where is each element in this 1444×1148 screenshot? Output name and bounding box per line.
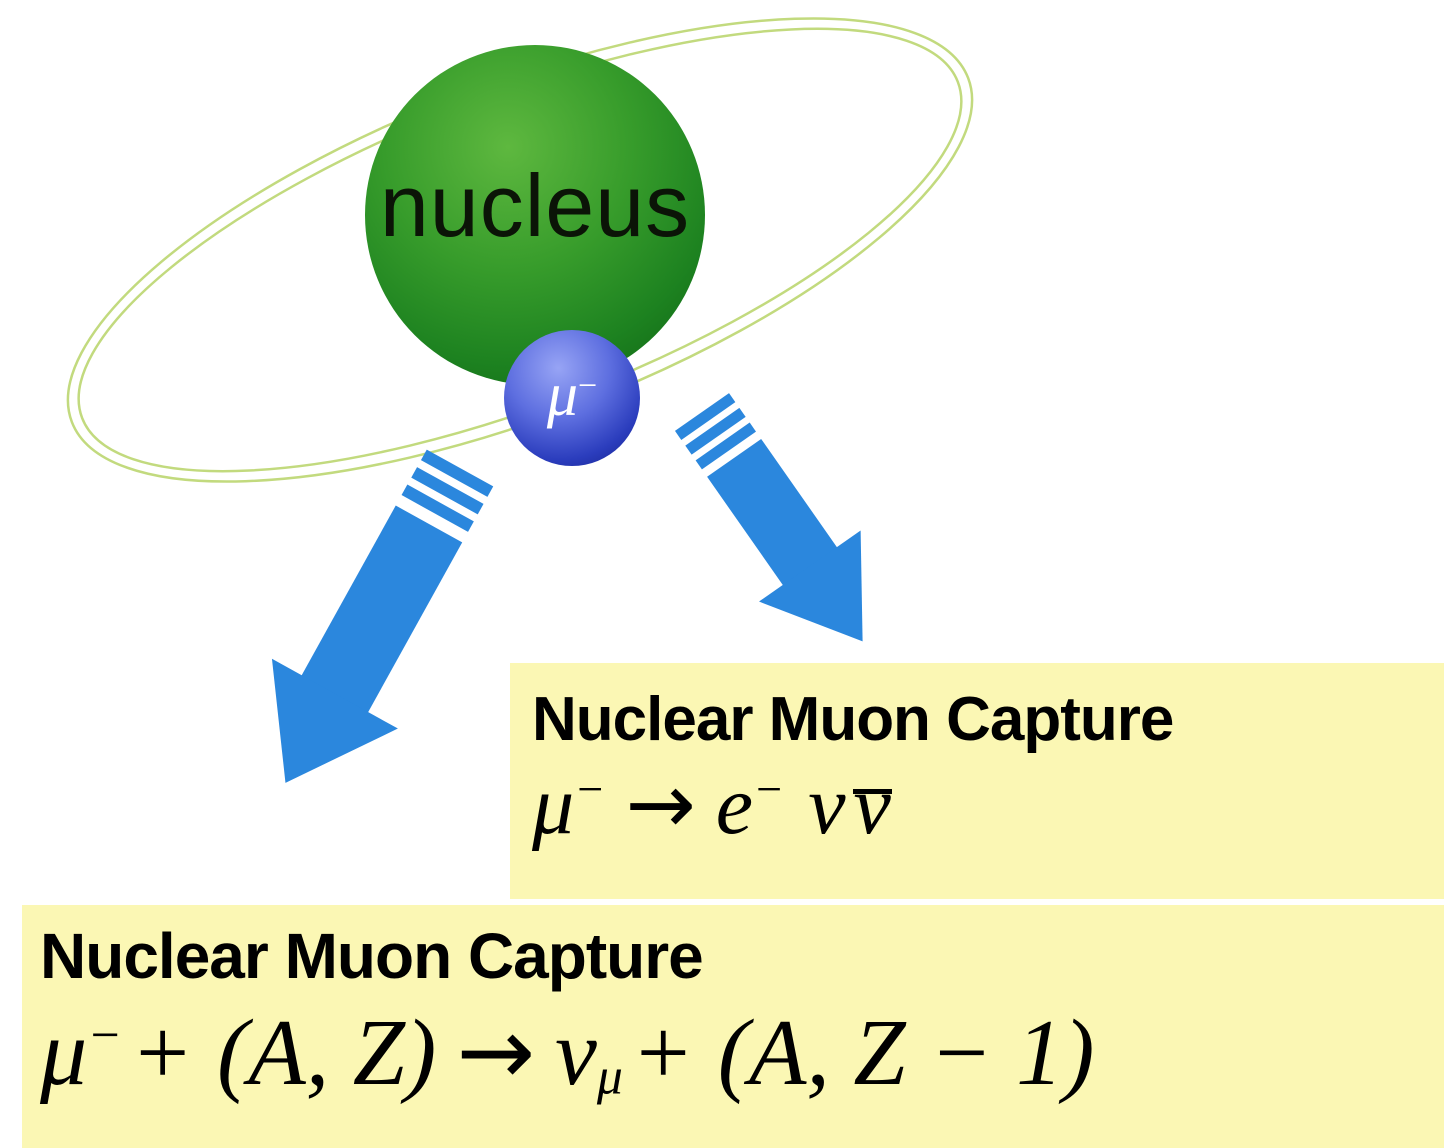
decay-formula-nu: ν: [808, 759, 846, 853]
muon-charge: −: [577, 366, 598, 404]
decay-formula: μ−→e−νν: [532, 758, 1444, 852]
capture-arrow: [271, 449, 494, 783]
capture-formula-plus-az-minus1: + (A, Z − 1): [630, 1000, 1095, 1105]
decay-formula-arrow: →: [625, 755, 696, 854]
muon-sphere: μ−: [504, 330, 640, 466]
nucleus-label: nucleus: [379, 156, 691, 255]
decay-formula-e: e: [715, 759, 754, 853]
muon-decay-box: Nuclear Muon Capture μ−→e−νν: [510, 663, 1444, 899]
muon-label: μ−: [547, 360, 597, 431]
decay-formula-mu-sup: −: [574, 763, 606, 815]
capture-formula: μ−+ (A, Z)→νμ+ (A, Z − 1): [40, 997, 1444, 1107]
muon-symbol: μ: [546, 360, 578, 429]
decay-formula-e-sup: −: [753, 763, 785, 815]
capture-formula-nu: ν: [555, 1000, 597, 1105]
capture-formula-mu: μ: [40, 1000, 88, 1105]
capture-box-title: Nuclear Muon Capture: [40, 920, 704, 992]
capture-formula-nu-sub: μ: [596, 1047, 623, 1105]
capture-formula-arrow: →: [456, 997, 536, 1107]
capture-formula-mu-sup: −: [87, 1006, 123, 1064]
decay-arrow: [674, 393, 863, 642]
decay-box-title: Nuclear Muon Capture: [532, 685, 1174, 754]
capture-formula-plus-az: + (A, Z): [130, 1000, 437, 1105]
decay-formula-nu-bar: ν: [852, 759, 893, 853]
nucleus-sphere: nucleus: [365, 45, 705, 385]
decay-formula-mu: μ: [532, 759, 575, 853]
muon-capture-box: Nuclear Muon Capture μ−+ (A, Z)→νμ+ (A, …: [22, 905, 1444, 1148]
